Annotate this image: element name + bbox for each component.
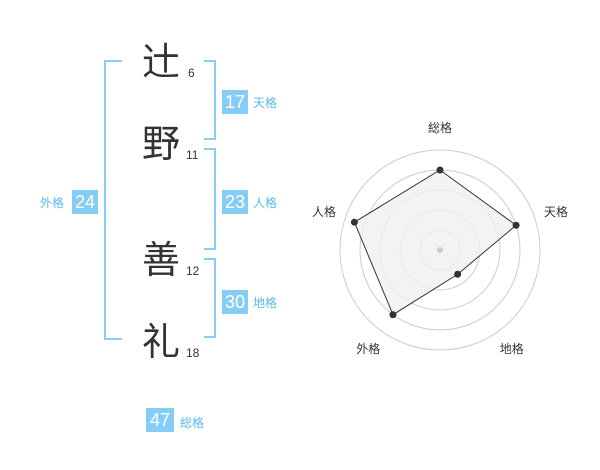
radar-point-2 — [512, 221, 520, 229]
tenkaku-label: 天格 — [253, 96, 278, 110]
radar-chart — [339, 149, 541, 351]
radar-point-4 — [389, 311, 397, 319]
radar-axis-label-4: 外格 — [356, 341, 381, 356]
gaikaku-label: 外格 — [40, 196, 65, 210]
radar-area — [353, 169, 517, 316]
radar-axis-label-5: 人格 — [311, 205, 336, 220]
jinkaku-bracket — [204, 148, 216, 250]
radar-point-5 — [350, 218, 358, 226]
radar-center-point — [437, 247, 443, 253]
name-char-2: 野 — [142, 122, 181, 166]
radar-point-3 — [454, 270, 462, 278]
stroke-count-3: 12 — [186, 264, 200, 278]
radar-ring — [339, 149, 541, 351]
stroke-count-4: 18 — [186, 346, 200, 360]
chikaku-bracket — [204, 258, 216, 338]
radar-point-1 — [436, 166, 444, 174]
radar-axis-label-3: 地格 — [499, 341, 524, 356]
soukaku-value: 47 — [146, 408, 174, 432]
tenkaku-value: 17 — [222, 90, 248, 114]
jinkaku-label: 人格 — [253, 196, 278, 210]
name-char-4: 礼 — [142, 320, 181, 364]
soukaku-label: 総格 — [180, 416, 205, 430]
name-char-3: 善 — [142, 238, 181, 282]
gaikaku-bracket — [104, 60, 122, 340]
chikaku-value: 30 — [222, 290, 248, 314]
stroke-count-2: 11 — [186, 148, 199, 162]
chikaku-label: 地格 — [253, 296, 278, 310]
gaikaku-value: 24 — [72, 190, 98, 214]
name-char-1: 辻 — [142, 40, 181, 84]
radar-axis-label-2: 天格 — [544, 205, 569, 220]
stroke-count-1: 6 — [188, 66, 195, 80]
jinkaku-value: 23 — [222, 190, 248, 214]
tenkaku-bracket — [204, 60, 216, 140]
radar-axis-label-1: 総格 — [428, 121, 453, 135]
